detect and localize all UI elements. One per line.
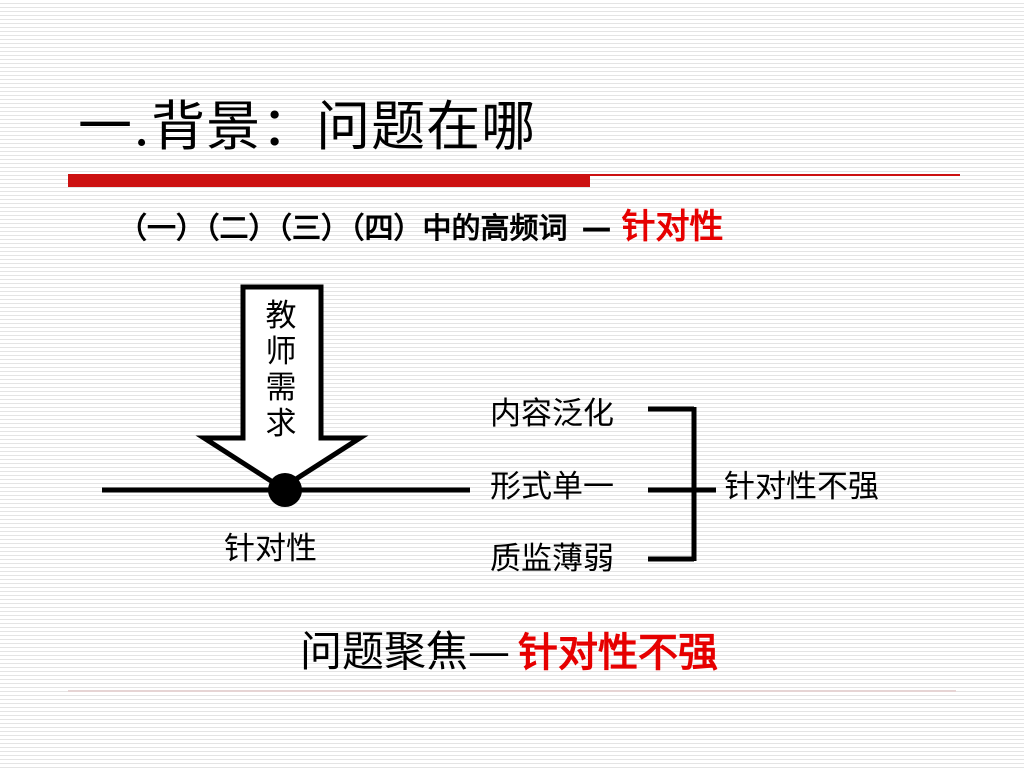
bottom-divider [68,690,956,692]
slide-title: 一.背景：问题在哪 [78,95,537,158]
subtitle-highlight: 针对性 [621,207,724,247]
focus-highlight: 针对性不强 [518,630,719,676]
subtitle-dash: — [581,211,612,246]
subtitle: （一）（二）（三）（四）中的高频词 — 针对性 [118,202,724,254]
title-underline-thin [590,174,960,176]
focus-statement: 问题聚焦—针对性不强 [300,622,718,683]
result-label: 针对性不强 [724,469,879,505]
subtitle-main: （一）（二）（三）（四）中的高频词 [118,211,568,245]
title-underline-bar [68,174,590,187]
node-dot [268,473,302,507]
issue-item-3: 质监薄弱 [490,541,614,577]
node-label: 针对性 [224,531,317,567]
focus-label: 问题聚焦— [300,627,511,676]
teacher-need-arrow [195,284,369,491]
arrow-label: 教师需求 [265,298,297,442]
issue-item-2: 形式单一 [490,469,614,505]
issue-item-1: 内容泛化 [490,396,614,432]
